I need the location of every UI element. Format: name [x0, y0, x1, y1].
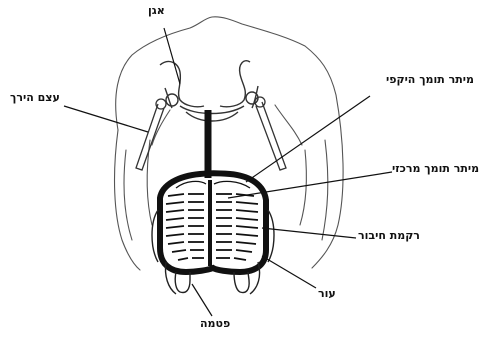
leader-central-ligament — [228, 172, 392, 198]
label-pelvis: אגן — [148, 5, 165, 17]
udder-peripheral-ligament — [160, 173, 266, 272]
left-teat — [175, 272, 190, 293]
leader-connective-tissue — [262, 228, 356, 238]
label-central-ligament: מיתר תומך מרכזי — [392, 163, 479, 175]
right-femur — [256, 102, 286, 170]
label-femur: עצם הירך — [10, 92, 60, 104]
label-teat: פטמה — [200, 318, 230, 330]
label-skin: עור — [318, 288, 336, 300]
left-leg-contour — [115, 130, 140, 270]
right-teat — [234, 272, 249, 293]
label-peripheral-ligament: מיתר תומך היקפי — [386, 74, 474, 86]
body-outline — [115, 17, 344, 270]
label-connective-tissue: רקמת חיבור — [358, 230, 420, 242]
right-iliac — [220, 61, 250, 107]
leader-pelvis — [164, 28, 180, 84]
left-femur — [136, 104, 164, 170]
leader-teat — [192, 284, 212, 316]
skin-and-teats — [152, 210, 274, 294]
leader-skin — [262, 256, 316, 288]
leader-femur — [64, 106, 148, 132]
